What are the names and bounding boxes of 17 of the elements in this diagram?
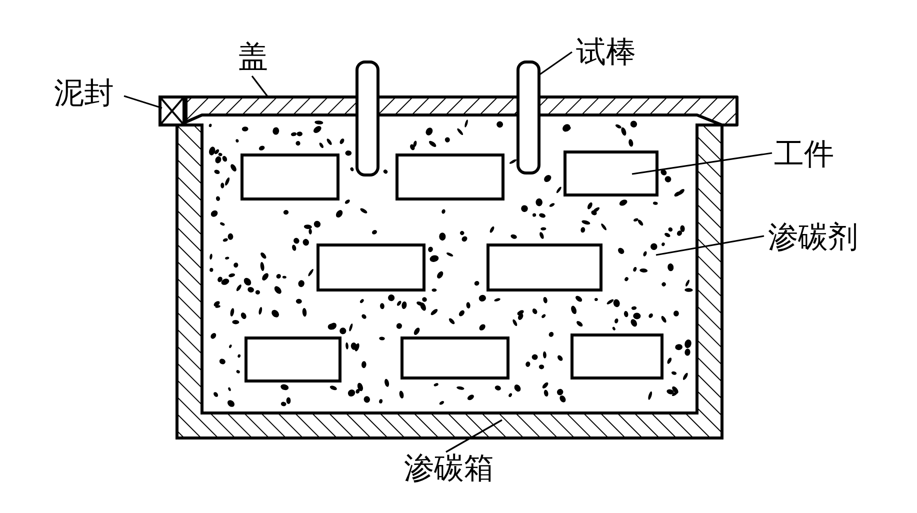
leader-line	[124, 95, 162, 109]
leader-line	[446, 419, 502, 453]
workpiece-block	[564, 150, 658, 196]
leader-line	[251, 76, 269, 98]
part-label: 渗碳箱	[404, 453, 494, 485]
box-wall-drawing	[176, 124, 724, 440]
part-label: 试棒	[576, 37, 636, 69]
part-label: 泥封	[54, 78, 114, 110]
lid-drawing	[184, 96, 738, 126]
part-label: 工件	[774, 139, 834, 171]
test-rod	[516, 60, 540, 174]
leader-line	[632, 152, 772, 175]
seal-block	[158, 96, 186, 126]
leader-line	[538, 51, 572, 76]
leader-line	[656, 235, 764, 256]
part-label: 盖	[238, 42, 268, 74]
part-label: 渗碳剂	[768, 222, 858, 254]
